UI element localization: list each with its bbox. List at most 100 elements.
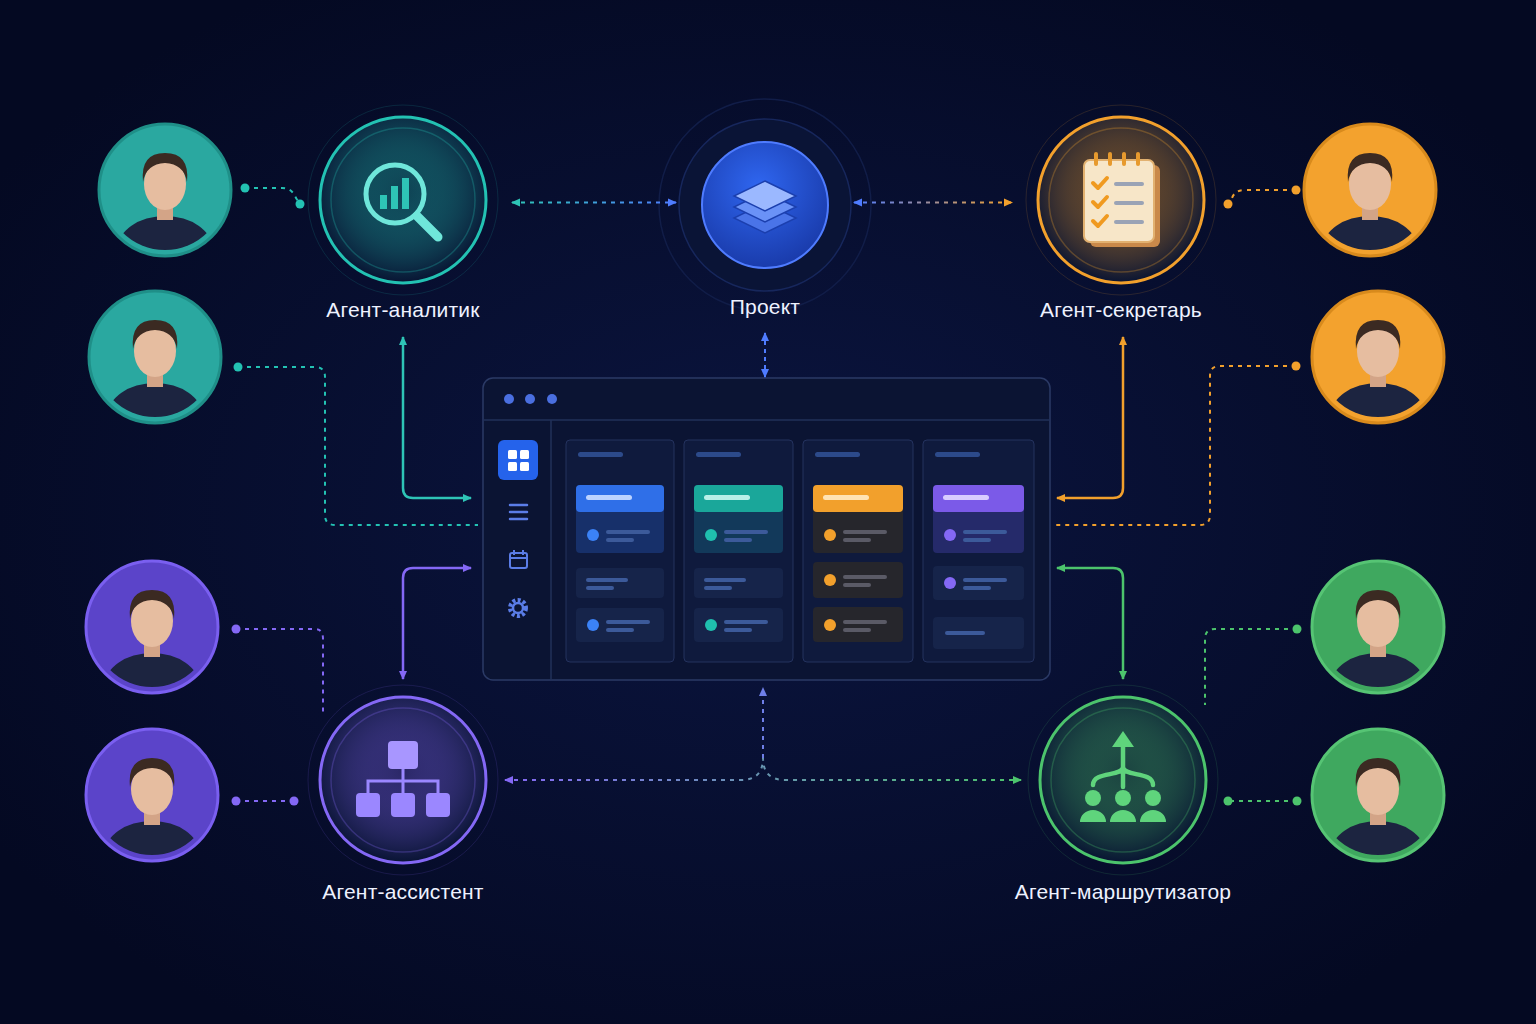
task-card xyxy=(576,568,664,598)
task-card-header xyxy=(576,485,664,512)
card-dot xyxy=(824,529,836,541)
check-marks xyxy=(1093,178,1107,226)
avatar-person xyxy=(1322,153,1418,284)
card-dot xyxy=(587,529,599,541)
hierarchy-icon xyxy=(356,741,450,817)
dashed-connector xyxy=(854,202,1012,204)
avatar xyxy=(99,124,231,284)
notepad-ring xyxy=(1094,152,1098,166)
task-card xyxy=(813,562,903,598)
note-line xyxy=(1114,182,1144,186)
card-bar xyxy=(704,495,750,500)
node-halo xyxy=(1028,685,1218,875)
layer xyxy=(734,181,796,211)
dashboard-arrow xyxy=(762,688,764,758)
notepad-ring xyxy=(1136,152,1140,166)
task-card xyxy=(813,607,903,642)
node-label-group: Агент-ассистент xyxy=(322,879,483,905)
dashboard-arrows xyxy=(403,333,1123,758)
board-column xyxy=(923,440,1034,662)
card-dot xyxy=(944,529,956,541)
card-line xyxy=(945,631,985,635)
card-line xyxy=(606,620,650,624)
window-frame xyxy=(483,378,1050,680)
card-bar xyxy=(943,495,989,500)
avatar-person xyxy=(1330,320,1426,451)
grid-cell xyxy=(508,462,517,471)
person-bodies xyxy=(1080,810,1166,822)
column-header-bar xyxy=(815,452,860,457)
node-halo xyxy=(308,105,498,295)
calendar-ring xyxy=(522,550,524,555)
task-card xyxy=(933,566,1024,600)
card-line xyxy=(843,620,887,624)
leader-dot xyxy=(232,625,241,634)
task-card-header xyxy=(694,485,783,512)
card-line xyxy=(586,586,614,590)
card-line xyxy=(606,538,634,542)
window-dot xyxy=(547,394,557,404)
gear-teeth xyxy=(510,600,526,616)
grid-cell xyxy=(520,462,529,471)
grid-icon xyxy=(508,450,529,471)
routing-icon xyxy=(1080,731,1166,822)
menu-line xyxy=(510,518,527,521)
task-card xyxy=(694,608,783,642)
calendar-body xyxy=(510,553,527,568)
notepad-ring xyxy=(1108,152,1112,166)
node-label: Агент-маршрутизатор xyxy=(1015,879,1231,905)
node-shape xyxy=(318,115,488,285)
card-line xyxy=(963,586,991,590)
dashboard-arrow xyxy=(764,333,766,377)
node-circle xyxy=(1040,697,1206,863)
leader-line xyxy=(1055,366,1296,525)
hierarchy-lines xyxy=(368,769,438,793)
task-card xyxy=(576,485,664,553)
node-label: Агент-аналитик xyxy=(326,297,479,323)
column-frame xyxy=(923,440,1034,662)
node-label: Агент-секретарь xyxy=(1040,297,1202,323)
notepad-page xyxy=(1084,160,1154,242)
node-circle xyxy=(702,142,828,268)
gear-body xyxy=(513,603,523,613)
avatar xyxy=(1304,124,1436,284)
window-dot xyxy=(504,394,514,404)
halo-ring xyxy=(679,119,851,291)
hierarchy-box xyxy=(391,793,415,817)
avatar xyxy=(1312,561,1444,721)
card-line xyxy=(606,530,650,534)
card-line xyxy=(843,583,871,587)
card-line xyxy=(963,530,1007,534)
card-line xyxy=(606,628,634,632)
node-shape xyxy=(700,140,830,270)
card-bar xyxy=(823,495,869,500)
node-inner-ring xyxy=(331,128,475,272)
card-line xyxy=(724,538,752,542)
card-line xyxy=(963,538,991,542)
task-card xyxy=(576,608,664,642)
leader-line xyxy=(236,629,323,712)
leader-line xyxy=(1228,190,1296,204)
dashed-connector xyxy=(512,202,676,204)
card-dot xyxy=(824,619,836,631)
card-dot xyxy=(705,529,717,541)
board-column xyxy=(684,440,793,662)
node-circle xyxy=(320,117,486,283)
layers-icon xyxy=(734,181,796,233)
dashboard-arrow xyxy=(1057,337,1123,498)
node-label-group: Агент-аналитик xyxy=(326,297,479,323)
dashboard-window xyxy=(483,378,1050,680)
card-bar xyxy=(586,495,632,500)
sidebar-active-icon xyxy=(498,440,538,480)
task-card xyxy=(933,617,1024,649)
note-line xyxy=(1114,201,1144,205)
agent-circle: Агент-маршрутизатор xyxy=(1038,695,1208,865)
card-line xyxy=(843,530,887,534)
agent-circle: Агент-аналитик xyxy=(318,115,488,285)
column-header-bar xyxy=(935,452,980,457)
menu-icon xyxy=(510,505,527,519)
leader-dot xyxy=(1293,625,1302,634)
halo-ring xyxy=(659,99,871,311)
